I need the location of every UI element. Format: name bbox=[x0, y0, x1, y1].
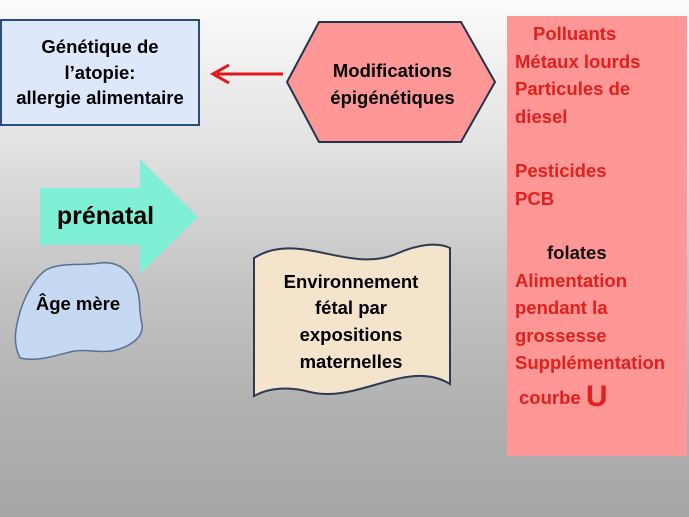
prenatal-label: prénatal bbox=[56, 201, 155, 230]
genetics-line-2: l’atopie: bbox=[64, 61, 136, 83]
epigenetic-line-1: Modifications bbox=[332, 60, 453, 82]
epigenetic-hexagon-shape bbox=[285, 21, 497, 143]
factor-pregnancy: grossesse bbox=[515, 324, 607, 346]
factor-spacer-2 bbox=[515, 212, 687, 239]
factor-u-curve: courbe U bbox=[515, 379, 687, 413]
fetal-line-3: expositions bbox=[299, 324, 403, 345]
factor-diesel: diesel bbox=[515, 105, 568, 127]
fetal-line-1: Environnement bbox=[283, 270, 419, 292]
epigenetic-line-2: épigénétiques bbox=[330, 87, 455, 108]
u-curve-text: courbe bbox=[519, 386, 581, 408]
genetics-line-1: Génétique de bbox=[41, 35, 159, 57]
factor-during: pendant la bbox=[515, 297, 608, 318]
u-curve-letter: U bbox=[585, 379, 608, 413]
prenatal-right-arrow-icon bbox=[40, 159, 198, 274]
environmental-factors-panel: Polluants Métaux lourds Particules de di… bbox=[507, 16, 687, 456]
maternal-age-label: Âge mère bbox=[35, 293, 121, 314]
fetal-environment-label: Environnement fétal par expositions mate… bbox=[262, 262, 440, 382]
red-left-arrow-icon bbox=[209, 63, 283, 85]
genetics-atopy-box: Génétique de l’atopie: allergie alimenta… bbox=[0, 19, 200, 126]
factor-pollutants: Polluants bbox=[533, 23, 617, 44]
epigenetic-modifications-label: Modifications épigénétiques bbox=[300, 45, 485, 125]
fetal-line-2: fétal par bbox=[315, 297, 387, 319]
fetal-environment-scroll-shape bbox=[253, 243, 451, 398]
factor-pesticides: Pesticides bbox=[515, 160, 607, 181]
fetal-line-4: maternelles bbox=[299, 350, 403, 372]
maternal-age-blob-shape bbox=[14, 262, 143, 361]
factor-folates: folates bbox=[547, 242, 607, 263]
factor-diet: Alimentation bbox=[515, 269, 628, 291]
factor-spacer-1 bbox=[515, 130, 687, 157]
factor-pcb: PCB bbox=[515, 187, 555, 209]
factor-particles: Particules de bbox=[515, 78, 631, 99]
factor-heavy-metals: Métaux lourds bbox=[515, 50, 641, 72]
factor-supplementation: Supplémentation bbox=[515, 352, 666, 373]
genetics-line-3: allergie alimentaire bbox=[16, 87, 184, 109]
